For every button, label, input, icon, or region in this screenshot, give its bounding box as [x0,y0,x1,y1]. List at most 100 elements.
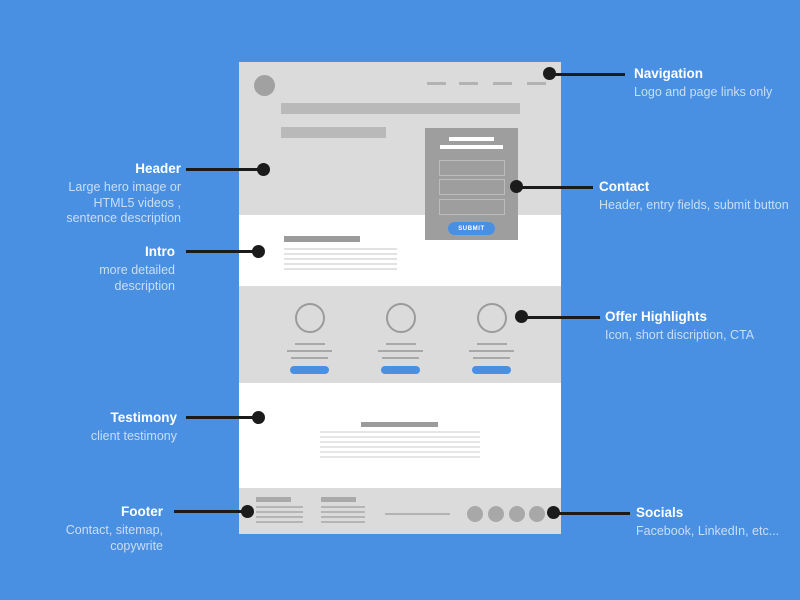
offer-icon-circle [386,303,416,333]
connector-dot-footer [241,505,254,518]
offer-icon-circle [477,303,507,333]
nav-link-bar [527,82,546,85]
annotation-desc-line: Logo and page links only [634,85,773,99]
connector-line-intro [186,250,258,253]
text-line [320,431,480,433]
form-entry-field [439,160,505,176]
text-line [284,268,397,270]
intro-heading-bar [284,236,360,242]
text-line [284,248,397,250]
website-wireframe-page: SUBMIT [239,62,561,534]
annotation-navigation: Navigation Logo and page links only [634,65,794,101]
annotation-desc-line: description [114,278,175,293]
hero-subheadline-bar [281,127,386,138]
annotation-contact: Contact Header, entry fields, submit but… [599,178,799,214]
annotation-desc-line: client testimony [90,429,177,443]
hero-headline-bar [281,103,520,114]
contact-form-panel: SUBMIT [425,128,518,240]
footer-text-line [256,511,303,513]
annotation-title: Navigation [634,66,704,81]
text-line [320,441,480,443]
annotation-desc-line: Large hero image or [68,180,181,194]
cta-button[interactable] [381,366,420,374]
footer-text-line [321,516,365,518]
offer-text-line [378,350,423,352]
annotation-offer-highlights: Offer Highlights Icon, short discription… [605,308,795,344]
footer-text-line [321,511,365,513]
annotation-desc-line: HTML5 videos , [93,195,181,210]
annotation-footer: Footer Contact, sitemap, copywrite [13,503,163,554]
connector-dot-socials [547,506,560,519]
text-line [284,263,397,265]
nav-link-bar [459,82,478,85]
testimony-heading-bar [361,422,438,427]
footer-divider-line [385,513,450,515]
cta-button[interactable] [472,366,511,374]
annotation-title: Offer Highlights [605,309,707,324]
footer-text-line [256,506,303,508]
annotation-header: Header Large hero image or HTML5 videos … [11,160,181,227]
text-line [320,451,480,453]
annotation-title: Header [135,161,181,176]
annotation-desc-line: sentence description [66,211,181,225]
connector-line-socials [553,512,630,515]
connector-dot-navigation [543,67,556,80]
annotation-desc-line: more detailed [99,263,175,277]
cta-button[interactable] [290,366,329,374]
annotation-title: Footer [121,504,163,519]
offer-text-line [469,350,514,352]
nav-link-bar [493,82,512,85]
footer-column-heading-bar [256,497,291,502]
social-icon-placeholder [467,506,483,522]
connector-line-footer [174,510,247,513]
text-line [320,446,480,448]
connector-line-testimony [186,416,258,419]
connector-dot-contact [510,180,523,193]
annotation-title: Testimony [110,410,177,425]
connector-line-header [186,168,263,171]
footer-text-line [256,521,303,523]
annotation-title: Socials [636,505,684,520]
annotation-desc-line: copywrite [110,538,163,553]
social-icon-placeholder [509,506,525,522]
annotation-socials: Socials Facebook, LinkedIn, etc... [636,504,796,540]
footer-text-line [256,516,303,518]
connector-dot-testimony [252,411,265,424]
text-line [284,253,397,255]
offer-text-line [477,343,507,345]
footer-text-line [321,506,365,508]
text-line [284,258,397,260]
form-subheading-bar [440,145,503,149]
connector-dot-header [257,163,270,176]
form-entry-field [439,199,505,215]
social-icon-placeholder [529,506,545,522]
offer-text-line [473,357,510,359]
footer-text-line [321,521,365,523]
form-entry-field [439,179,505,195]
offer-text-line [382,357,419,359]
nav-link-bar [427,82,446,85]
connector-line-navigation [549,73,625,76]
annotation-testimony: Testimony client testimony [27,409,177,445]
footer-column-heading-bar [321,497,356,502]
text-line [320,456,480,458]
offer-text-line [295,343,325,345]
submit-button[interactable]: SUBMIT [448,222,495,235]
annotation-intro: Intro more detailed description [25,243,175,294]
annotation-title: Contact [599,179,650,194]
social-icon-placeholder [488,506,504,522]
form-heading-bar [449,137,494,141]
offer-text-line [291,357,328,359]
annotation-desc-line: Header, entry fields, submit button [599,198,789,212]
text-line [320,436,480,438]
annotation-desc-line: Facebook, LinkedIn, etc... [636,524,780,538]
offer-text-line [287,350,332,352]
connector-line-offer [521,316,600,319]
offer-icon-circle [295,303,325,333]
logo-placeholder [254,75,275,96]
connector-dot-intro [252,245,265,258]
annotation-desc-line: Contact, sitemap, [65,523,163,537]
offer-text-line [386,343,416,345]
annotation-desc-line: Icon, short discription, CTA [605,328,755,342]
